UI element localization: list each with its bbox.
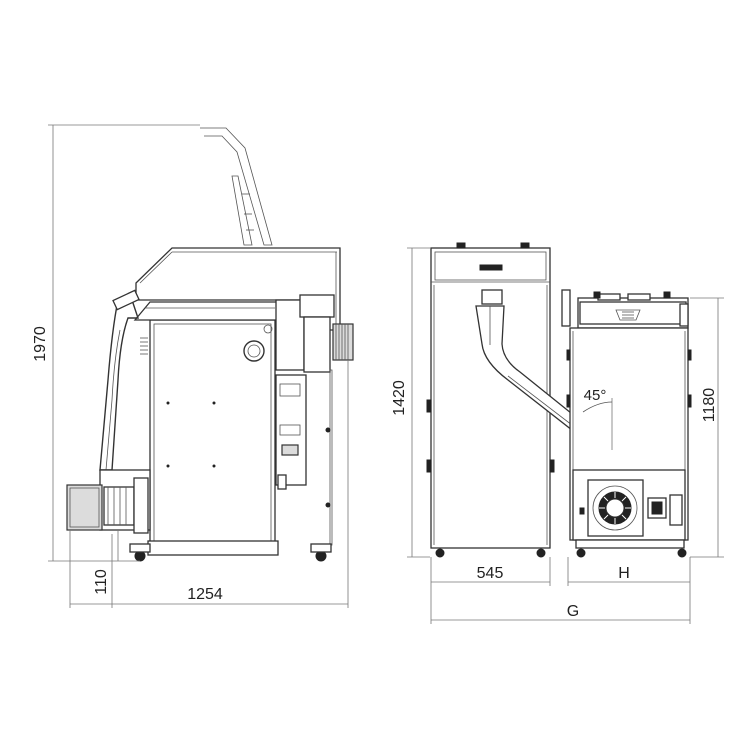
dimension-side-height: 1180	[701, 388, 718, 423]
angle-marker	[582, 398, 613, 450]
front-view-boiler	[561, 289, 692, 558]
dimension-lines-side	[48, 124, 349, 608]
dimension-total-length: 1254	[187, 586, 223, 603]
raised-lid	[200, 127, 273, 246]
angle-label: 45°	[584, 387, 607, 404]
dimension-base-height: 110	[93, 569, 110, 595]
side-view-boiler	[66, 127, 354, 562]
dimension-front-width: 545	[477, 565, 504, 582]
dimension-front-height: 1420	[391, 380, 408, 416]
dimension-lines-front	[407, 247, 551, 624]
dimension-side-width: H	[618, 565, 630, 582]
dimension-overall-width: G	[567, 603, 579, 620]
dimension-total-height: 1970	[32, 326, 49, 362]
dimension-lines-right	[431, 297, 724, 624]
